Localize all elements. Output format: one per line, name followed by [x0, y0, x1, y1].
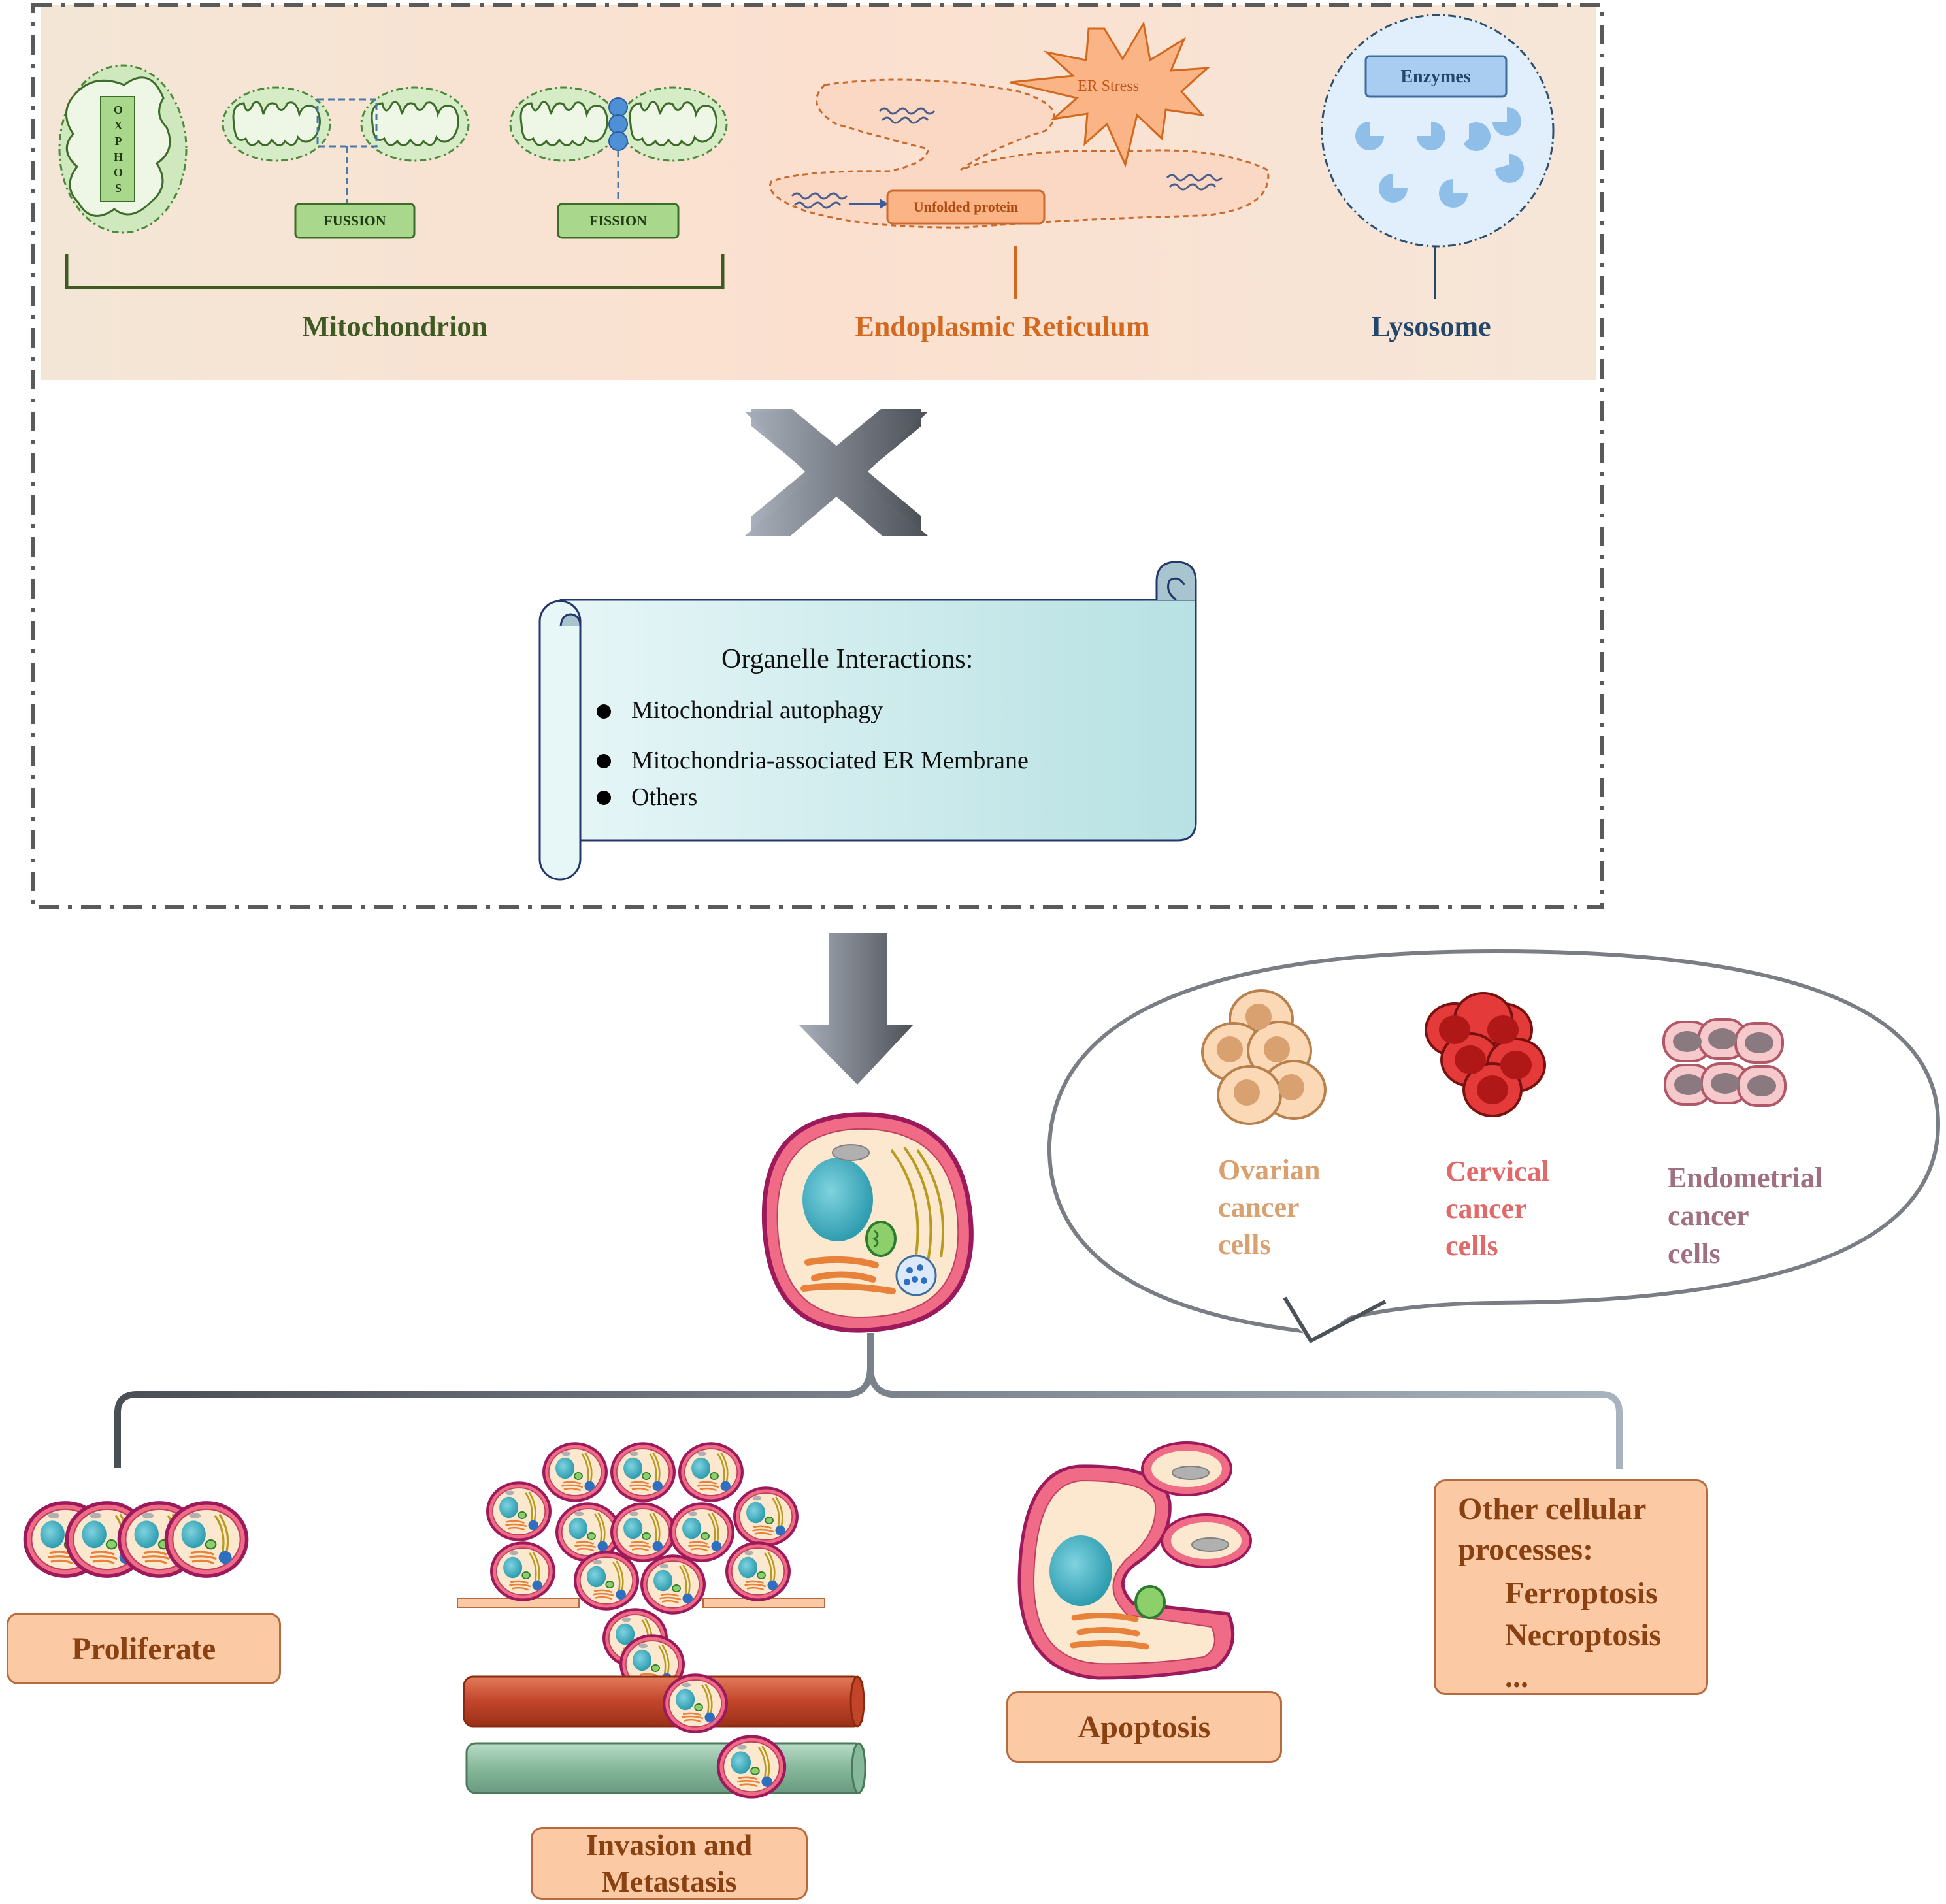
other-item: Ferroptosis — [1505, 1576, 1658, 1611]
proliferate-box: Proliferate — [7, 1613, 281, 1684]
er-stress-label: ER Stress — [1077, 78, 1140, 95]
cervical-label: Cervical cancer cells — [1445, 1155, 1549, 1262]
unfolded-protein-label: Unfolded protein — [913, 199, 1019, 215]
fission-box — [557, 203, 680, 239]
scroll-title: Organelle Interactions: — [721, 644, 974, 674]
enzymes-label: Enzymes — [1400, 67, 1471, 87]
invasion-cells-icon — [457, 1443, 866, 1797]
mitochondrion-label: Mitochondrion — [302, 310, 487, 342]
enzymes-box — [1364, 55, 1508, 98]
fission-label: FISSION — [589, 212, 648, 229]
unfolded-protein-box — [886, 189, 1046, 225]
other-title-line1: Other cellular — [1458, 1492, 1647, 1526]
proliferate-cells-icon — [25, 1503, 246, 1576]
other-item: Necroptosis — [1505, 1618, 1662, 1652]
er-stress-burst — [1010, 20, 1211, 168]
fusion-box — [294, 203, 416, 239]
endometrial-cells-icon — [1662, 1018, 1787, 1107]
invasion-metastasis-box: Invasion and Metastasis — [531, 1827, 808, 1900]
other-title-line2: processes: — [1458, 1532, 1594, 1567]
scroll-item: Others — [631, 783, 698, 811]
invasion-label-line2: Metastasis — [601, 1865, 737, 1898]
outcome-branches — [114, 1333, 1623, 1469]
endometrial-label: Endometrial cancer cells — [1668, 1162, 1823, 1270]
ovarian-cells-icon — [1201, 989, 1327, 1125]
cervical-cells-icon — [1425, 992, 1546, 1117]
er-label: Endoplasmic Reticulum — [855, 310, 1150, 342]
organelle-interactions-scroll — [538, 561, 1197, 881]
apoptosis-label: Apoptosis — [1078, 1709, 1211, 1745]
scroll-item: Mitochondrial autophagy — [631, 697, 883, 724]
cancer-types-bubble — [1047, 949, 1941, 1343]
mitochondrion-fusion-right — [360, 86, 470, 162]
invasion-label-line1: Invasion and — [585, 1828, 753, 1862]
lysosome-label: Lysosome — [1371, 310, 1491, 342]
mitochondrion-fission-left — [509, 86, 619, 162]
ovarian-label: Ovarian cancer cells — [1218, 1154, 1321, 1260]
proliferate-label: Proliferate — [71, 1631, 216, 1666]
lysosome-group — [1321, 14, 1555, 299]
oxphos-label: OXPHOS — [113, 103, 123, 195]
mitochondria-group — [58, 64, 728, 289]
mitochondrion-fusion-left — [222, 86, 331, 162]
other-item: ... — [1505, 1660, 1528, 1694]
apoptosis-cell-icon — [1017, 1441, 1252, 1680]
fusion-label: FUSSION — [323, 212, 386, 229]
mitochondrion-bracket — [65, 254, 725, 289]
other-processes-box: Other cellular processes: Ferroptosis Ne… — [1434, 1479, 1708, 1695]
er-group — [769, 20, 1270, 299]
mitochondrion-fission-right — [618, 86, 728, 162]
down-arrow-icon — [799, 933, 914, 1085]
central-cancer-cell-icon — [761, 1112, 974, 1333]
apoptosis-box: Apoptosis — [1006, 1691, 1282, 1763]
scroll-item: Mitochondria-associated ER Membrane — [631, 747, 1029, 774]
